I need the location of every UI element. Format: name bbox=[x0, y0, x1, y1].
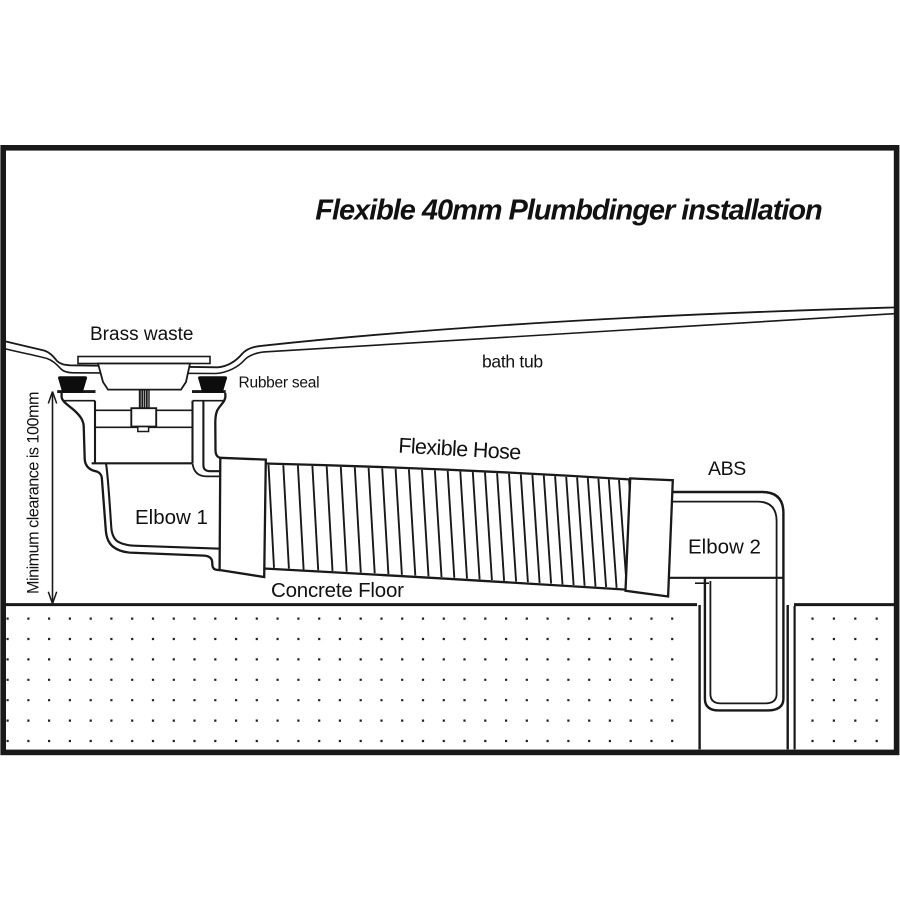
svg-text:Brass waste: Brass waste bbox=[90, 324, 193, 345]
svg-text:Concrete Floor: Concrete Floor bbox=[271, 579, 404, 602]
svg-text:Flexible 40mm Plumbdinger inst: Flexible 40mm Plumbdinger installation bbox=[315, 195, 822, 227]
svg-text:Minimum clearance is 100mm: Minimum clearance is 100mm bbox=[25, 392, 43, 594]
svg-text:Elbow 1: Elbow 1 bbox=[135, 506, 208, 529]
svg-text:Rubber seal: Rubber seal bbox=[239, 375, 320, 392]
svg-text:bath tub: bath tub bbox=[482, 352, 543, 372]
svg-text:Elbow 2: Elbow 2 bbox=[688, 536, 761, 559]
svg-text:ABS: ABS bbox=[708, 458, 746, 480]
